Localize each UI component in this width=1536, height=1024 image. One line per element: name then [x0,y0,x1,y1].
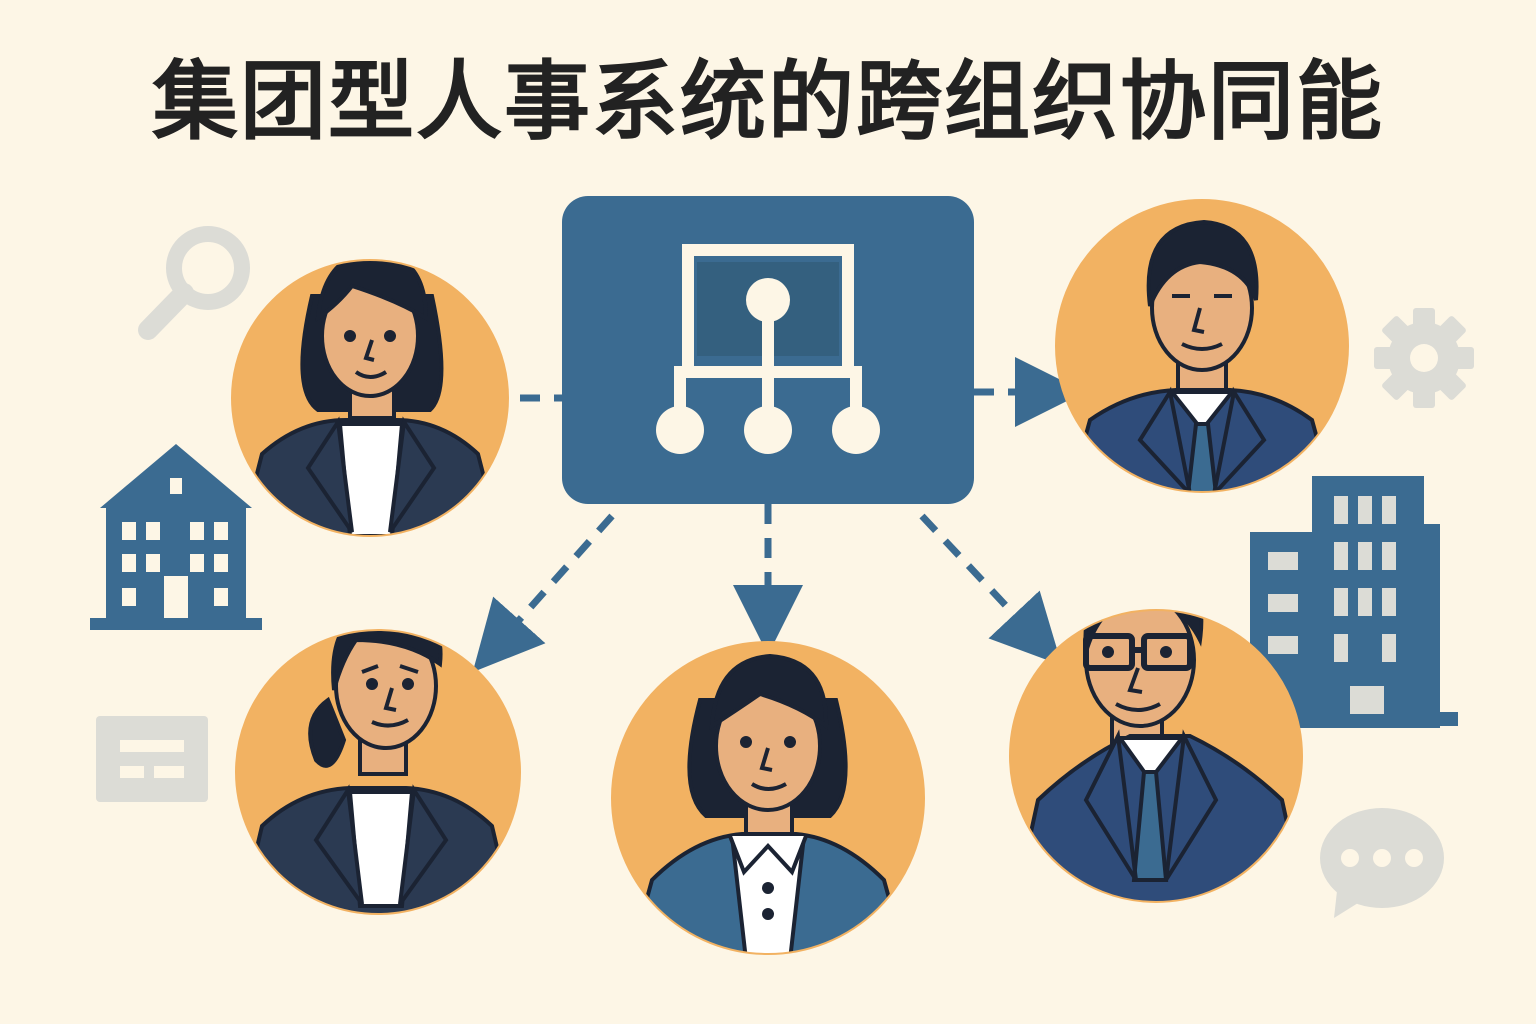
hub-card [562,196,974,504]
person-avatar-top-right [1055,199,1349,493]
person-avatar-top-left [231,259,509,537]
house-icon [90,444,262,630]
chat-bubble-icon [1320,808,1444,918]
page-title: 集团型人事系统的跨组织协同能 [152,52,1384,152]
id-card-icon [96,716,208,802]
search-icon [138,226,250,340]
org-chart-icon [656,244,880,454]
connector-to-bottom-right [919,513,1062,666]
office-building-icon [1240,476,1458,728]
connector-to-bottom-left [472,513,615,673]
gear-icon [1374,308,1474,408]
person-avatar-bottom-left [235,629,521,915]
connector-lines [472,357,1085,673]
person-avatar-bottom-center [611,641,925,955]
person-avatar-bottom-right [1009,609,1303,903]
